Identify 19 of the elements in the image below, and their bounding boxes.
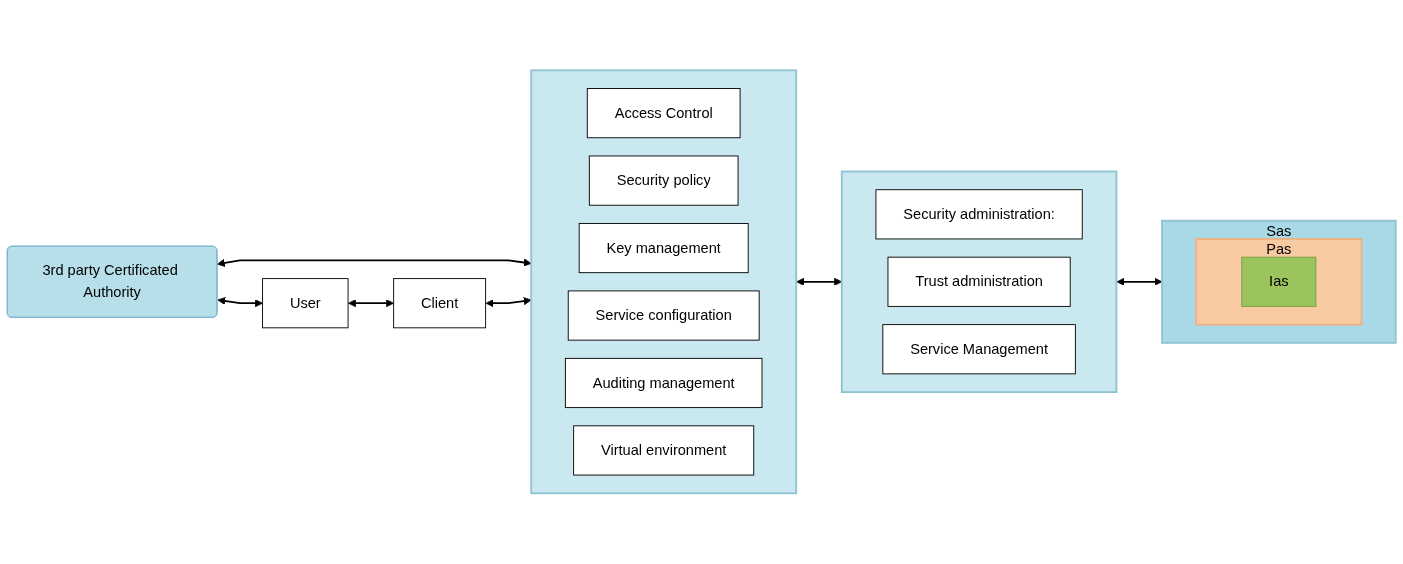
node-box: Security administration:	[875, 189, 1083, 240]
node-box: Service Management	[882, 324, 1076, 375]
node-box: User	[262, 278, 349, 329]
node-box: Service configuration	[567, 290, 760, 341]
arrow	[348, 299, 394, 308]
node-box: Ias	[1241, 256, 1317, 308]
node-box: Key management	[578, 223, 749, 274]
node-box: Security policy	[588, 155, 739, 206]
node-box: Virtual environment	[573, 425, 755, 476]
arrow	[217, 258, 532, 268]
cluster	[840, 170, 1118, 394]
cluster	[530, 69, 798, 495]
arrow	[217, 297, 263, 308]
node-box: Trust administration	[887, 256, 1071, 308]
node-box: Client	[393, 278, 487, 329]
arrow	[485, 297, 532, 308]
node-box: Access Control	[586, 88, 741, 139]
arrow	[1116, 278, 1163, 286]
node-box: Auditing management	[564, 358, 763, 409]
